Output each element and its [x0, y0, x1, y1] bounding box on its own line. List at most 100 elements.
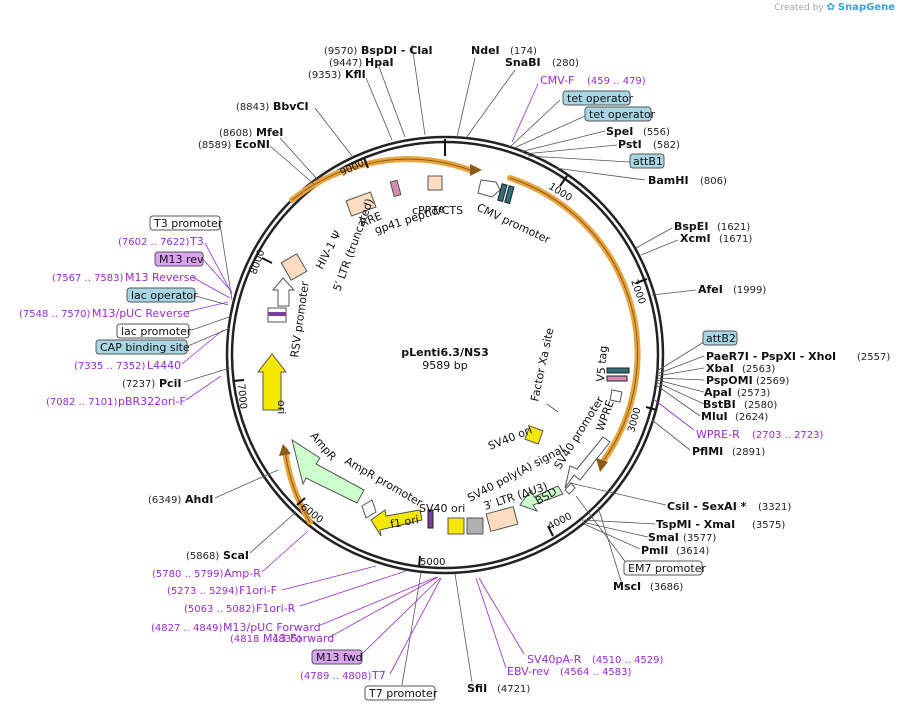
- primer-sv40pa-r: SV40pA-R: [527, 653, 582, 666]
- conn-pbr322ori-f: [185, 375, 222, 401]
- tet-operator-1-label: tet operator: [567, 92, 634, 105]
- ori-arrow: [256, 353, 288, 411]
- site-tspmi: TspMI - XmaI: [656, 518, 735, 531]
- lac-operator-box: [126, 287, 196, 303]
- primer-pbr322ori-f: pBR322ori-F: [118, 395, 186, 408]
- conn-t7: [389, 577, 442, 675]
- backbone-outer-strand: [225, 135, 665, 575]
- conn-lac-promoter: [191, 315, 233, 331]
- feature-factor-xa: Factor Xa site: [528, 327, 556, 403]
- conn-pflmi: [651, 419, 691, 451]
- conn-em7: [575, 495, 631, 569]
- conn-m13-rev: [201, 257, 233, 293]
- wpre-glyph: [609, 389, 623, 403]
- cmv-promoter-glyph: [477, 179, 501, 198]
- conn-tspmi: [581, 519, 656, 525]
- orange-arc-left-head: [279, 444, 291, 456]
- site-snabi: SnaBI: [505, 56, 541, 69]
- site-sfii: SfiI: [467, 682, 487, 695]
- boxed-labels: tet operator tet operator attB1 attB2 EM…: [95, 90, 738, 701]
- conn-econi: [269, 145, 315, 185]
- site-hpai: HpaI: [365, 56, 394, 69]
- gp41-glyph: [389, 179, 402, 198]
- lac-promoter-box: [116, 323, 190, 339]
- site-scai: ScaI: [223, 549, 249, 562]
- site-psti-pos: (582): [653, 140, 680, 151]
- primer-wpre-r-range: (2703 .. 2723): [752, 430, 824, 441]
- primer-t7: T7: [371, 669, 386, 682]
- site-econi: EcoNI: [235, 138, 270, 151]
- conn-m13-puc-forward: [317, 576, 438, 627]
- lac-operator-label: lac operator: [131, 289, 198, 302]
- tet-operator-1-box: [562, 90, 631, 106]
- conn-hpai: [377, 63, 406, 138]
- lac-promoter-label: lac promoter: [121, 325, 192, 338]
- feature-ori: ori: [275, 400, 288, 414]
- tick-9000-mark: [363, 157, 369, 169]
- primer-m13-puc-reverse: M13/pUC Reverse: [92, 307, 190, 320]
- conn-msci: [597, 506, 623, 585]
- site-ahdi-pos: (6349): [148, 495, 181, 506]
- conn-tet1: [509, 99, 561, 148]
- tick-1000-mark: [559, 175, 568, 187]
- sv40-polya-glyph: [466, 517, 484, 535]
- conn-pcii: [183, 367, 231, 383]
- t3-promoter-box: [149, 215, 221, 231]
- conn-f1ori-r: [299, 570, 407, 607]
- site-bstbi: BstBI: [703, 398, 736, 411]
- conn-m13-fwd: [361, 577, 441, 655]
- site-apai-pos: (2573): [737, 388, 770, 399]
- primer-t3: T3: [189, 235, 204, 248]
- conn-clai: [411, 44, 426, 136]
- plasmid-size: 9589 bp: [422, 359, 467, 372]
- site-xcmi: XcmI: [680, 232, 711, 245]
- conn-bamhi: [554, 167, 646, 181]
- em7-glyph: [564, 482, 576, 495]
- conn-sfii: [454, 573, 473, 683]
- ltr3-glyph: [485, 506, 519, 532]
- primer-m13-reverse: M13 Reverse: [125, 271, 196, 284]
- cap-binding-site-box: [95, 339, 188, 355]
- feature-rsv: RSV promoter: [288, 280, 312, 358]
- site-paer7i-pos: (2557): [857, 352, 890, 363]
- snapgene-brand: Created by ✿ SnapGene: [774, 2, 895, 13]
- feature-v5-tag: V5 tag: [594, 345, 610, 382]
- feature-f1ori: f1 ori: [389, 513, 420, 531]
- plasmid-name: pLenti6.3/NS3: [401, 346, 489, 359]
- site-pspomi-pos: (2569): [756, 376, 789, 387]
- conn-sv40pa-r: [478, 577, 525, 655]
- ampr-promoter-glyph: [361, 499, 377, 519]
- conn-attb1: [527, 155, 631, 163]
- site-pmli-pos: (3614): [676, 546, 709, 557]
- tet-operator-2-label: tet operator: [589, 108, 656, 121]
- f1-ori-arrow: [370, 509, 423, 537]
- conn-apai: [656, 379, 705, 393]
- site-clai: BspDI - ClaI: [361, 44, 433, 57]
- primer-ebv-rev-range: (4564 .. 4583): [560, 667, 632, 678]
- conn-l4440: [181, 329, 224, 365]
- site-kfli: KflI: [345, 68, 366, 81]
- conn-xcmi: [640, 239, 679, 256]
- conn-t3: [204, 242, 233, 295]
- primer-m13-puc-forward-range: (4827 .. 4849): [151, 623, 223, 634]
- hiv-psi-glyph: [280, 253, 308, 281]
- site-pcii: PciI: [159, 377, 181, 390]
- tet-operator-glyph-1: [497, 183, 508, 203]
- em7-box: [623, 560, 703, 576]
- primer-t7-range: (4789 .. 4808): [300, 671, 372, 682]
- primer-f1ori-r: F1ori-R: [256, 602, 296, 615]
- tick-2000-mark: [635, 278, 648, 284]
- tick-8000-mark: [261, 257, 273, 264]
- ampr-arrow: [291, 438, 365, 504]
- site-kfli-pos: (9353): [308, 70, 341, 81]
- snapgene-logo-icon: ✿: [826, 2, 835, 13]
- site-ndei-pos: (174): [510, 46, 537, 57]
- site-msci: MscI: [613, 580, 641, 593]
- site-xbai: XbaI: [706, 362, 734, 375]
- site-bbvci-pos: (8843): [236, 102, 269, 113]
- cppt-glyph: [427, 175, 443, 191]
- site-scai-pos: (5868): [186, 551, 219, 562]
- site-msci-pos: (3686): [650, 582, 683, 593]
- conn-pmli: [583, 523, 641, 550]
- primer-labels: CMV-F (459 .. 479) WPRE-R (2703 .. 2723)…: [19, 74, 824, 682]
